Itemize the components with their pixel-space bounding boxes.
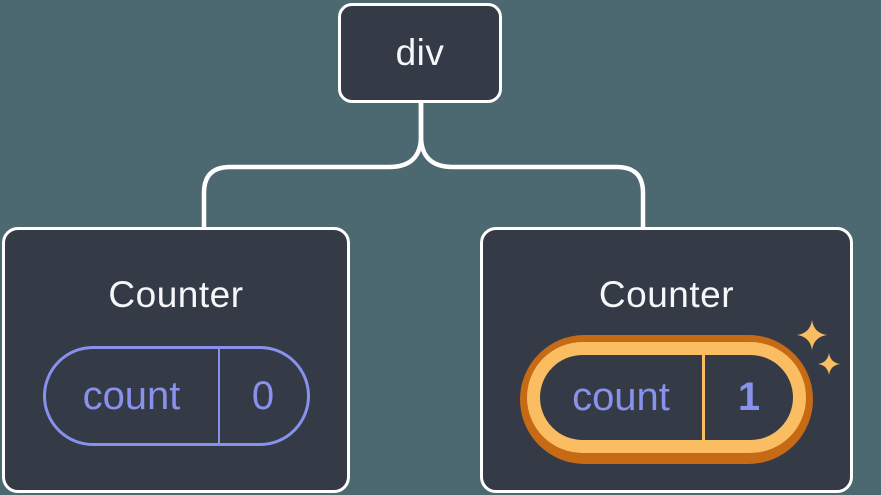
state-label: count: [540, 355, 705, 440]
state-pill-highlighted: count 1: [540, 355, 793, 440]
state-pill-highlight-ring: count 1: [520, 335, 813, 464]
connector-right-branch: [418, 99, 646, 231]
state-value: 0: [251, 373, 275, 418]
root-node-label: div: [395, 32, 445, 73]
component-card-counter-1: Counter count 1: [480, 227, 853, 493]
component-title: Counter: [598, 274, 735, 315]
component-title: Counter: [108, 274, 244, 315]
component-card-counter-0: Counter count 0: [2, 227, 350, 493]
state-label: count: [46, 349, 220, 443]
state-value: 1: [737, 375, 761, 419]
state-pill: count 0: [42, 346, 310, 446]
connector-left-branch: [201, 99, 424, 231]
root-node: div: [338, 3, 502, 103]
